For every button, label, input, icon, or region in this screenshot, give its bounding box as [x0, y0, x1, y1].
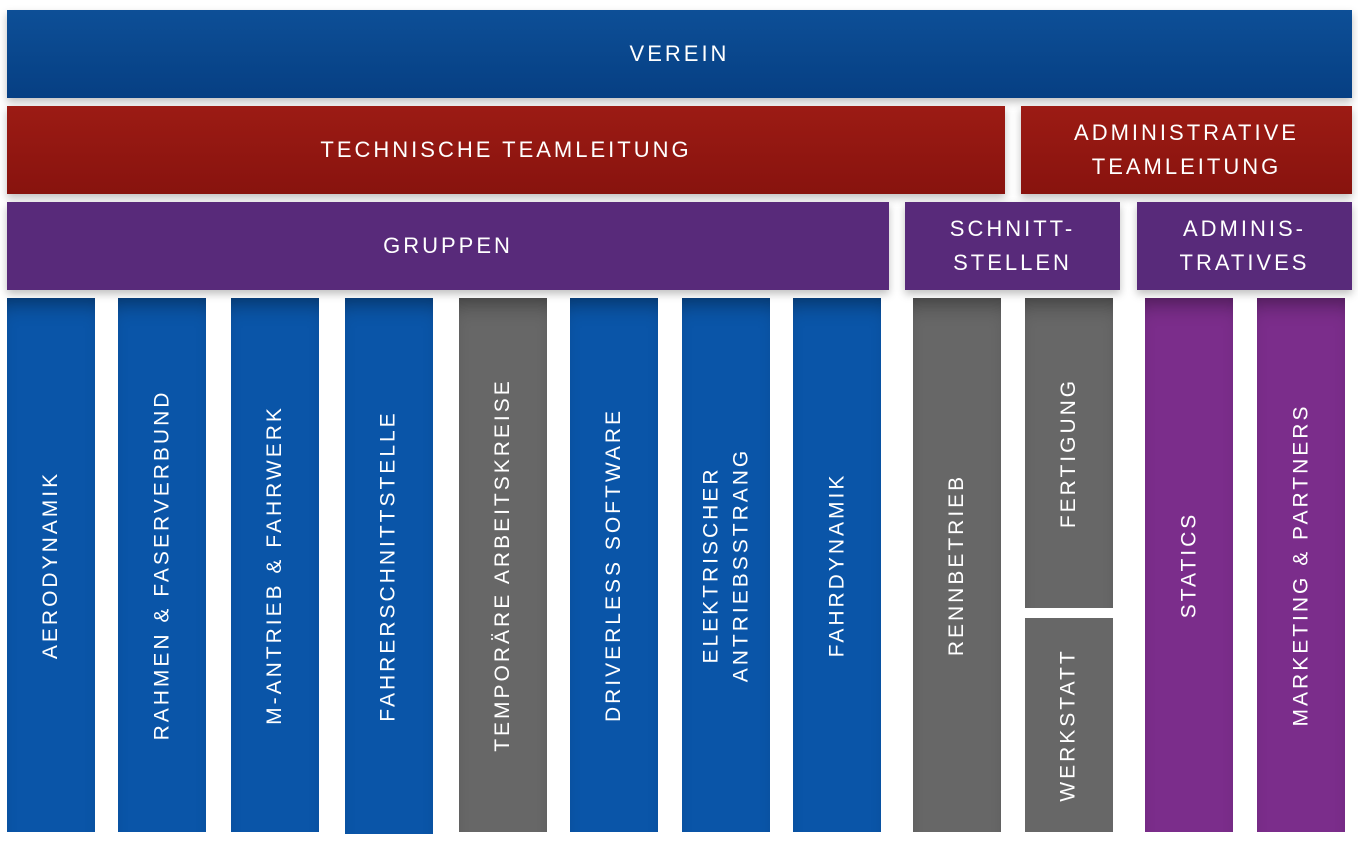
technical-lead-band: TECHNISCHE TEAMLEITUNG: [7, 106, 1005, 194]
administrative-band: ADMINIS- TRATIVES: [1137, 202, 1352, 290]
interface-label: RENNBETRIEB: [945, 473, 969, 657]
admin-label: STATICS: [1177, 511, 1200, 619]
administrative-label: ADMINIS- TRATIVES: [1179, 216, 1310, 275]
group-label: M-ANTRIEB & FAHRWERK: [263, 405, 286, 725]
group-column-driverless: DRIVERLESS SOFTWARE: [570, 298, 658, 832]
technical-lead-label: TECHNISCHE TEAMLEITUNG: [320, 137, 692, 162]
interfaces-label: SCHNITT- STELLEN: [949, 216, 1076, 275]
group-label: DRIVERLESS SOFTWARE: [602, 407, 626, 723]
admin-column-marketing: MARKETING & PARTNERS: [1257, 298, 1345, 832]
group-column-fahrerschnittstelle: FAHRERSCHNITTSTELLE: [345, 298, 433, 834]
group-label: FAHRERSCHNITTSTELLE: [377, 410, 401, 722]
admin-column-statics: STATICS: [1145, 298, 1233, 832]
group-column-m-antrieb: M-ANTRIEB & FAHRWERK: [231, 298, 319, 832]
verein-band: VEREIN: [7, 10, 1352, 98]
admin-lead-band: ADMINISTRATIVE TEAMLEITUNG: [1021, 106, 1352, 194]
interfaces-band: SCHNITT- STELLEN: [905, 202, 1120, 290]
group-label: RAHMEN & FASERVERBUND: [150, 389, 173, 741]
group-column-aerodynamik: AERODYNAMIK: [7, 298, 95, 832]
groups-label: GRUPPEN: [383, 233, 513, 258]
interface-label: FERTIGUNG: [1057, 377, 1081, 529]
interface-column-fertigung: FERTIGUNG: [1025, 298, 1113, 608]
interface-column-rennbetrieb: RENNBETRIEB: [913, 298, 1001, 832]
admin-label: MARKETING & PARTNERS: [1289, 403, 1312, 727]
group-column-temporaere-arbeitskreise: TEMPORÄRE ARBEITSKREISE: [459, 298, 547, 832]
group-column-fahrdynamik: FAHRDYNAMIK: [793, 298, 881, 832]
group-label: AERODYNAMIK: [39, 470, 63, 660]
group-column-rahmen: RAHMEN & FASERVERBUND: [118, 298, 206, 832]
group-column-elektrischer-antriebsstrang: ELEKTRISCHER ANTRIEBSSTRANG: [682, 298, 770, 832]
interface-column-werkstatt: WERKSTATT: [1025, 618, 1113, 832]
groups-band: GRUPPEN: [7, 202, 889, 290]
group-label: ELEKTRISCHER ANTRIEBSSTRANG: [699, 447, 752, 683]
group-label: FAHRDYNAMIK: [825, 472, 848, 658]
interface-label: WERKSTATT: [1057, 648, 1081, 802]
group-label: TEMPORÄRE ARBEITSKREISE: [491, 378, 515, 752]
verein-label: VEREIN: [629, 41, 730, 66]
admin-lead-label: ADMINISTRATIVE TEAMLEITUNG: [1074, 120, 1299, 179]
